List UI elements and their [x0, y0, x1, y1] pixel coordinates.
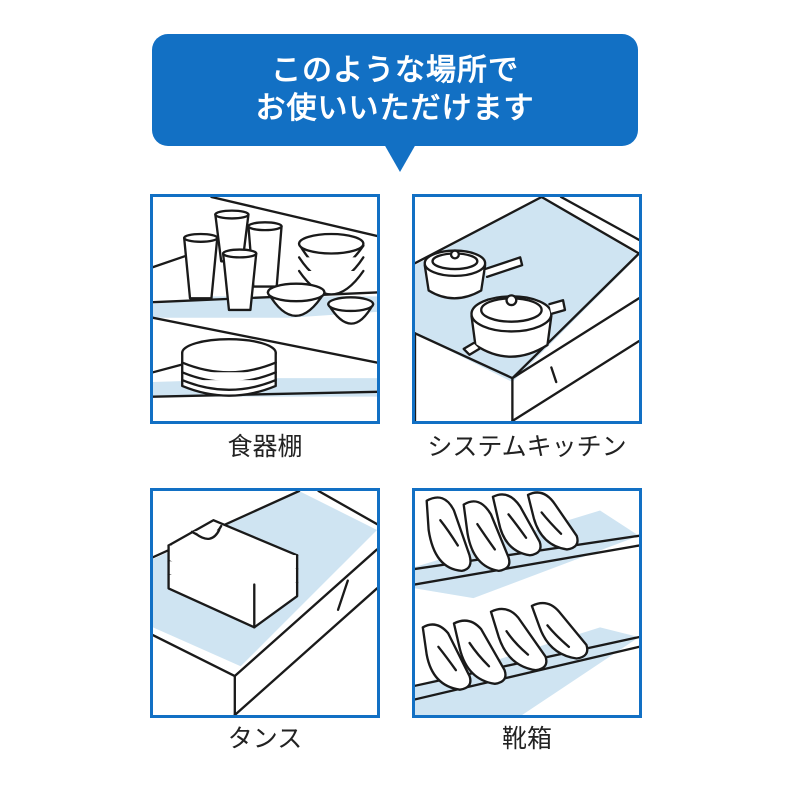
kitchen-drawer-pots-illustration: [415, 197, 639, 421]
header-title: このような場所で お使いいただけます: [152, 52, 638, 128]
bubble-tail: [384, 144, 416, 172]
kitchen-panel: [412, 194, 642, 424]
shoe-cabinet-panel: [412, 488, 642, 718]
shoe-cabinet-illustration: [415, 491, 639, 715]
header-line-2: お使いいただけます: [255, 91, 535, 126]
header-bubble: このような場所で お使いいただけます: [152, 34, 638, 146]
cupboard-dishes-illustration: [153, 197, 377, 398]
shoe-cabinet-label: 靴箱: [501, 724, 552, 753]
header-line-1: このような場所で: [271, 53, 519, 88]
dresser-label: タンス: [227, 724, 303, 753]
dresser-clothes-illustration: [153, 491, 377, 715]
cupboard-label: 食器棚: [227, 432, 303, 461]
cupboard-panel: [150, 194, 380, 424]
dresser-panel: [150, 488, 380, 718]
kitchen-label: システムキッチン: [427, 432, 627, 461]
